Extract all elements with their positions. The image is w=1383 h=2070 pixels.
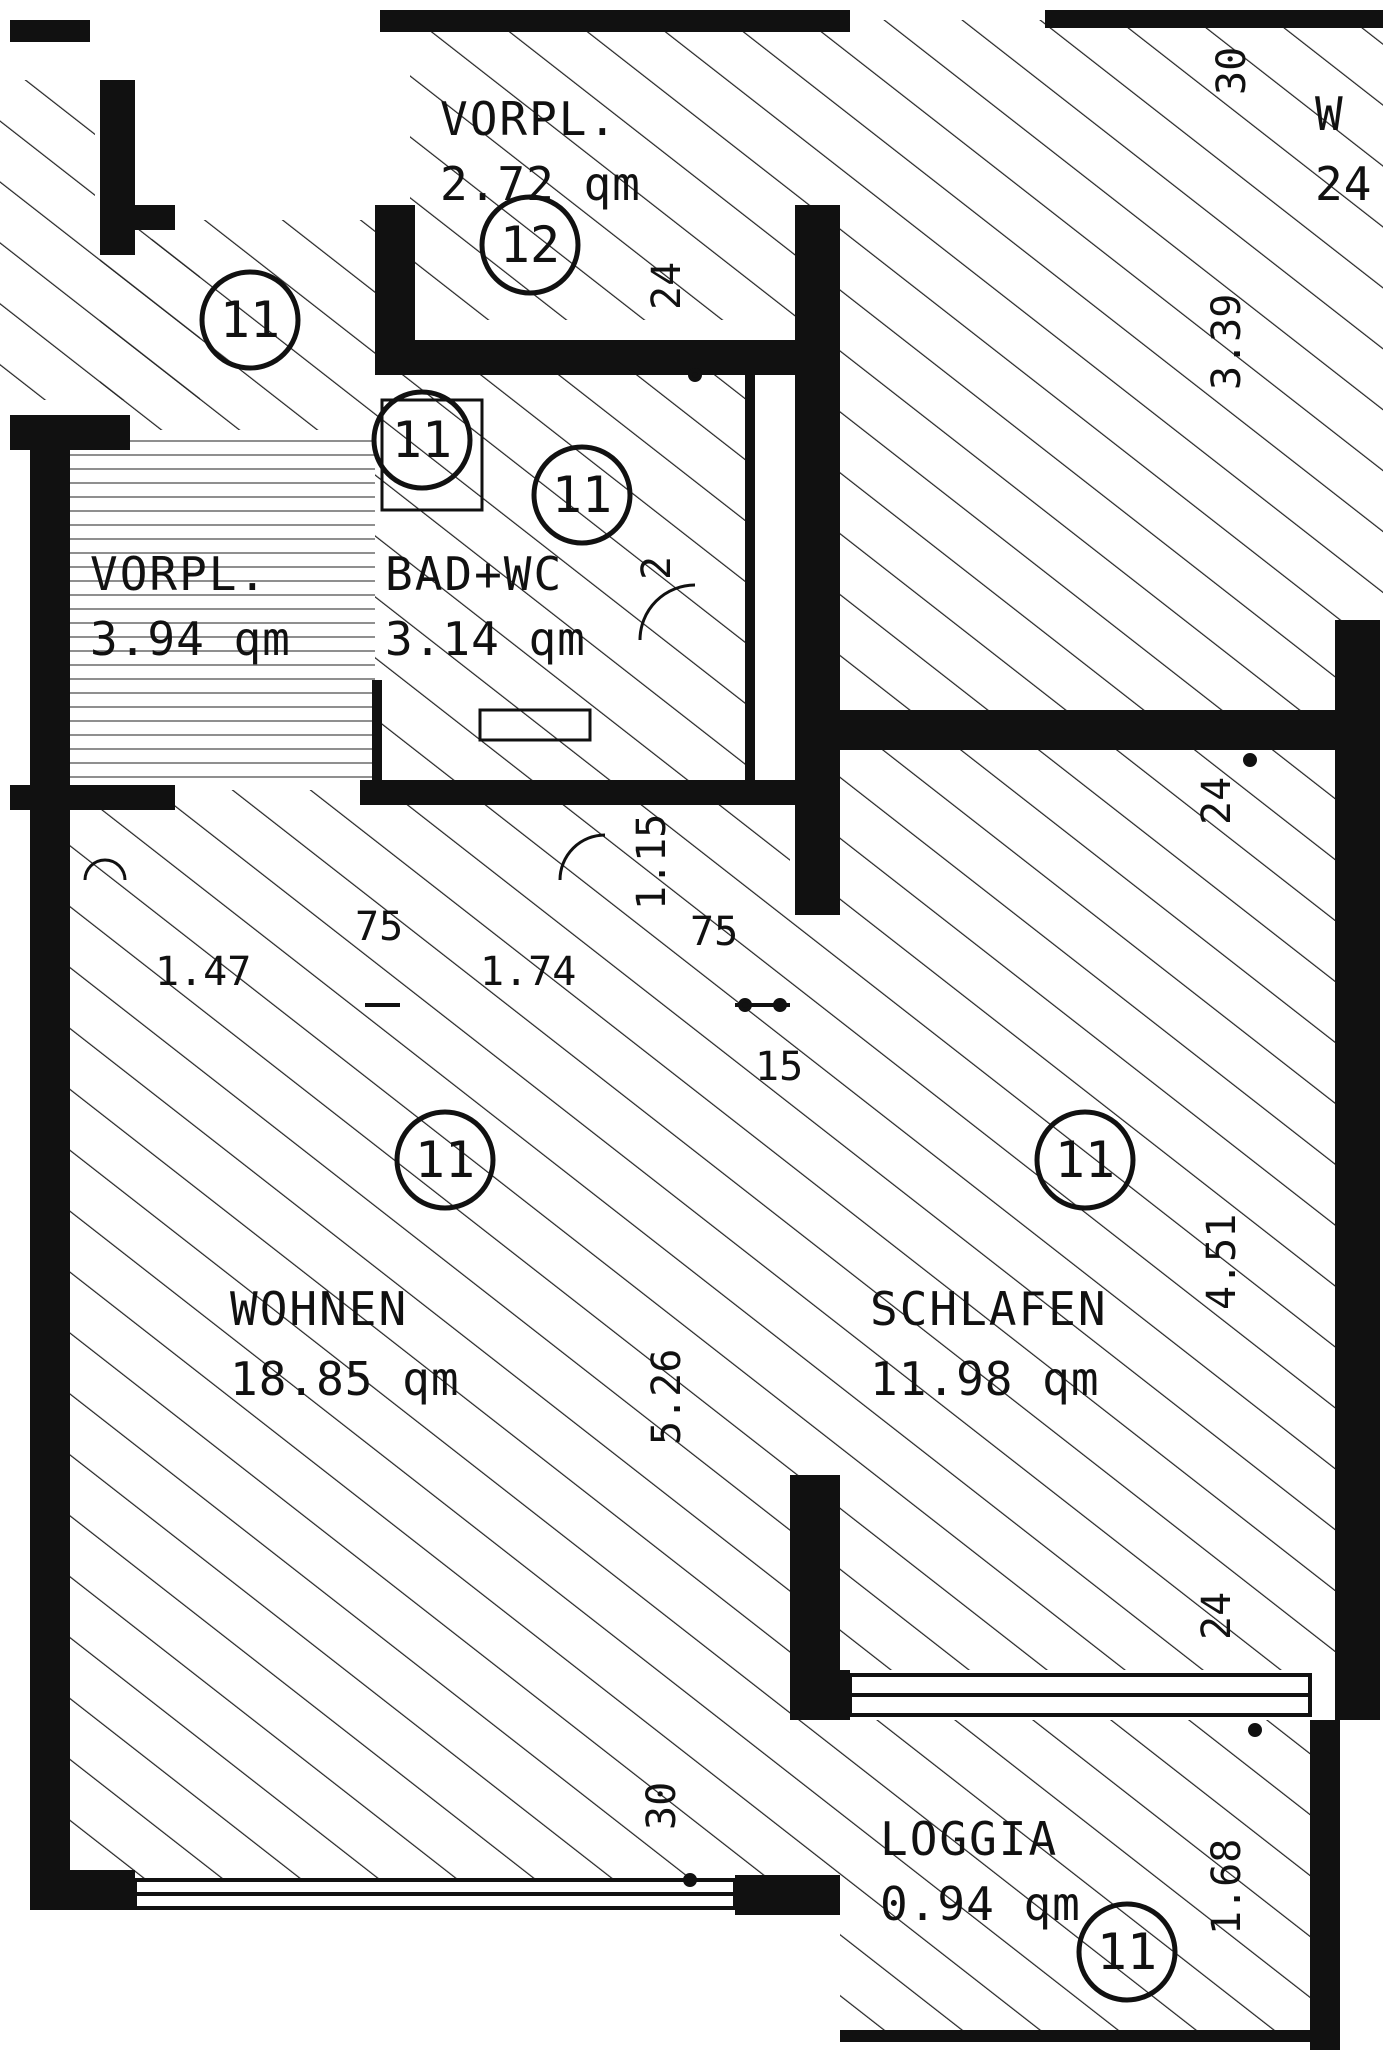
- wall-bad-inner-right: [745, 375, 755, 785]
- wall-schlafen-top: [820, 710, 1350, 750]
- door-swing-bad: [638, 583, 696, 641]
- wall-top-left-stub: [10, 20, 90, 42]
- dimension-1-74: 1.74: [480, 949, 576, 995]
- wall-left-upper-vertical: [100, 80, 135, 255]
- room-name-bad: BAD+WC: [385, 547, 563, 601]
- code-circle-bad-2: [531, 444, 633, 546]
- room-area-vorpl-left: 3.94 qm: [90, 612, 291, 666]
- code-circle-bad-1: [371, 389, 473, 491]
- sink-bad: [478, 708, 592, 742]
- openings: [83, 398, 1312, 1910]
- room-floor-wohnen: [65, 790, 840, 1880]
- room-name-vorpl-top: VORPL.: [440, 92, 618, 146]
- code-loggia: 11: [1097, 1923, 1157, 1981]
- dimension-tick-1: [738, 998, 752, 1012]
- dimension-75-right: 75: [690, 909, 738, 955]
- wall-central-vertical: [795, 205, 840, 915]
- wall-bottom-mid: [735, 1875, 840, 1915]
- dimension-1-68: 1.68: [1204, 1839, 1250, 1935]
- dimension-markers: [365, 368, 1262, 1887]
- wall-left-exterior: [30, 415, 70, 1895]
- sink-vorpl-left: [83, 858, 127, 881]
- room-floor-loggia: [840, 1720, 1315, 2040]
- dimension-15: 15: [755, 1044, 803, 1090]
- room-name-wohnen: WOHNEN: [230, 1282, 408, 1336]
- code-wohnen: 11: [415, 1131, 475, 1189]
- room-floor-bad: [375, 370, 750, 790]
- code-bad-2: 11: [552, 466, 612, 524]
- dimension-24-vorpl: 24: [644, 262, 690, 310]
- code-vorpl-top: 12: [500, 216, 560, 274]
- wall-vorpl-bottom: [10, 785, 175, 810]
- room-area-schlafen: 11.98 qm: [870, 1352, 1100, 1406]
- dimension-2-bad: 2: [634, 556, 680, 580]
- room-area-loggia: 0.94 qm: [880, 1877, 1081, 1931]
- dimension-30-bottom: 30: [639, 1782, 685, 1830]
- room-name-vorpl-left: VORPL.: [90, 547, 268, 601]
- wall-entry-stub: [135, 205, 175, 230]
- dimension-3-39: 3.39: [1204, 294, 1250, 390]
- room-name-schlafen: SCHLAFEN: [870, 1282, 1108, 1336]
- code-circle-wohnen: [394, 1109, 496, 1211]
- room-floor-vorpl-top: [410, 20, 840, 320]
- room-name-loggia: LOGGIA: [880, 1812, 1058, 1866]
- room-floor-vorpl-upper: [100, 220, 375, 430]
- dimension-24-schlafen-top: 24: [1194, 777, 1240, 825]
- dimension-tick-3: [688, 368, 702, 382]
- room-codes: [199, 194, 1178, 2003]
- code-bad-1: 11: [392, 411, 452, 469]
- room-floor-vorpl-left: [65, 430, 375, 780]
- code-circle-vorpl-top: [479, 194, 581, 296]
- room-labels: VORPL. 2.72 qm VORPL. 3.94 qm BAD+WC 3.1…: [90, 87, 1372, 1931]
- wall-schlafen-bottom-left: [790, 1670, 850, 1720]
- room-floor-living-right-top: [840, 20, 1383, 710]
- dimension-tick-2: [773, 998, 787, 1012]
- dimension-tick-6: [683, 1873, 697, 1887]
- wall-bad-bottom: [360, 780, 800, 805]
- walls: [10, 10, 1383, 2050]
- code-circle-entry: [199, 269, 301, 371]
- dimension-4-51: 4.51: [1199, 1214, 1245, 1310]
- dimension-tick-5: [1248, 1723, 1262, 1737]
- room-area-vorpl-top: 2.72 qm: [440, 157, 641, 211]
- room-area-partial: 24: [1315, 157, 1372, 211]
- dimension-tick-4: [1243, 753, 1257, 767]
- wall-bad-left-stub: [372, 680, 382, 790]
- dimension-1-15: 1.15: [629, 814, 675, 910]
- wall-loggia-right: [1310, 1720, 1340, 2050]
- wall-top-right: [1045, 10, 1383, 28]
- dimension-5-26: 5.26: [644, 1349, 690, 1445]
- room-name-partial: W: [1315, 87, 1345, 141]
- room-area-bad: 3.14 qm: [385, 612, 586, 666]
- wall-top-mid: [380, 10, 850, 32]
- code-circle-schlafen: [1034, 1109, 1136, 1211]
- dimension-24-schlafen-bottom: 24: [1194, 1592, 1240, 1640]
- wall-loggia-bottom: [840, 2030, 1315, 2042]
- wall-bad-top: [375, 340, 840, 375]
- room-code-labels: 12 11 11 11 11 11 11: [220, 216, 1157, 1981]
- dimension-labels: 30 3.39 24 2 24 1.15 75 75 1.47 1.74 15 …: [155, 47, 1255, 1935]
- dimension-75-left: 75: [355, 904, 403, 950]
- code-schlafen: 11: [1055, 1131, 1115, 1189]
- dimension-1-47: 1.47: [155, 949, 251, 995]
- code-entry: 11: [220, 291, 280, 349]
- wall-bottom-left: [30, 1870, 135, 1910]
- room-area-wohnen: 18.85 qm: [230, 1352, 460, 1406]
- code-circle-loggia: [1076, 1901, 1178, 2003]
- door-swing-wohnen: [558, 833, 606, 881]
- wall-right-exterior: [1335, 620, 1380, 1720]
- floor-hatching: [0, 20, 1383, 2040]
- dimension-30-top: 30: [1209, 47, 1255, 95]
